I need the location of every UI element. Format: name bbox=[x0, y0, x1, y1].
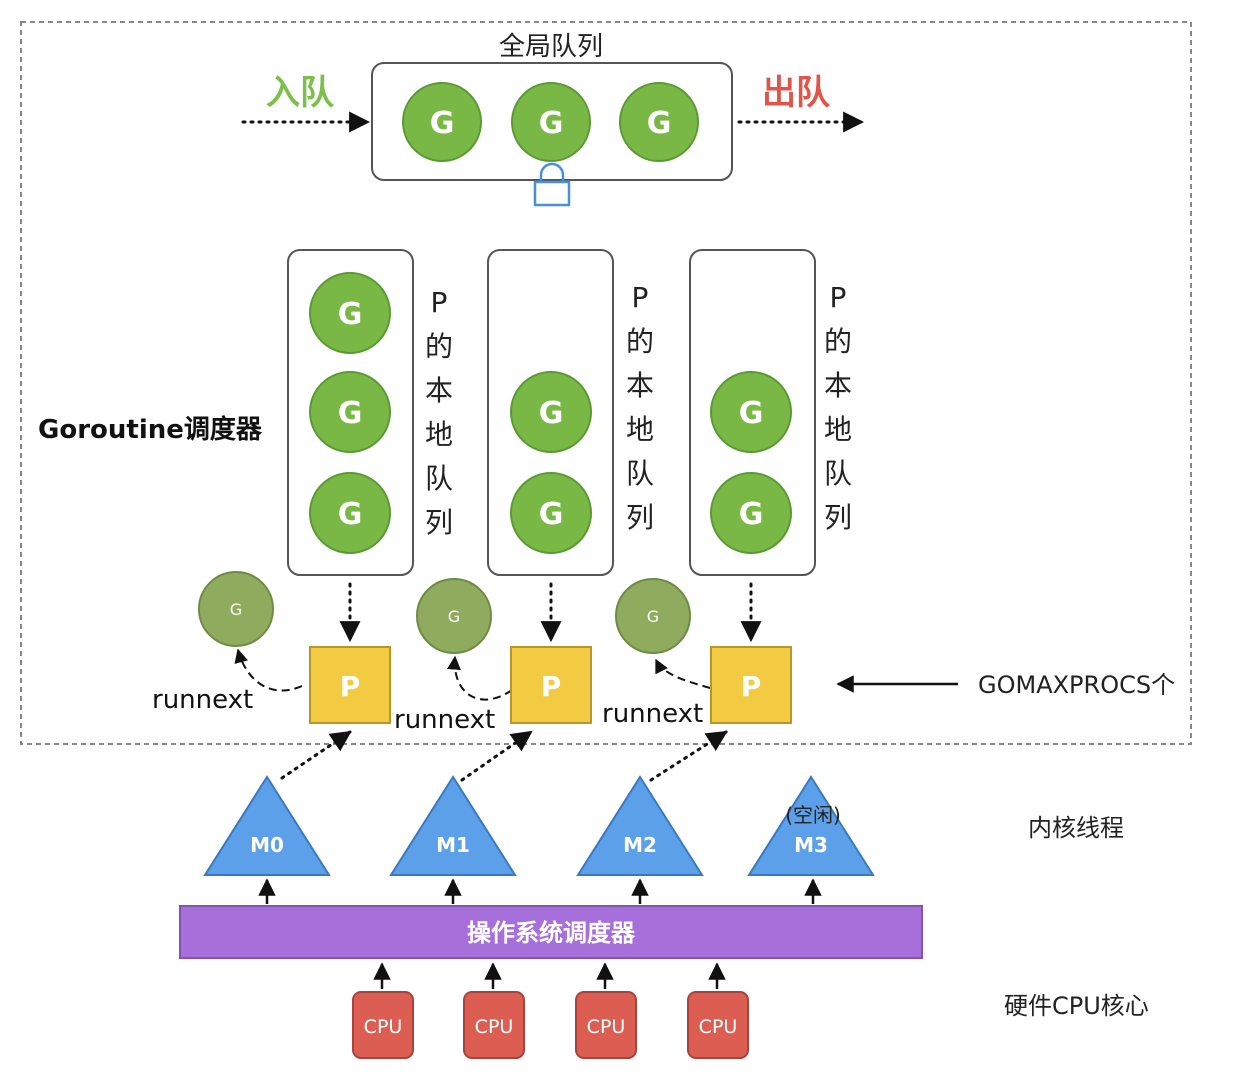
local-queue-label: P 的 本 地 队 列 bbox=[626, 281, 654, 534]
hardware-cores-label: 硬件CPU核心 bbox=[1004, 992, 1149, 1020]
machine-label: M1 bbox=[436, 833, 470, 857]
runnext-goroutine: G bbox=[198, 571, 274, 647]
cpu-label: CPU bbox=[699, 1016, 738, 1038]
machine-label: M0 bbox=[250, 833, 284, 857]
local-queue-label-char: 队 bbox=[626, 457, 654, 490]
local-goroutine: G bbox=[710, 472, 792, 554]
runnext-label: runnext bbox=[394, 705, 495, 735]
local-goroutine: G bbox=[510, 472, 592, 554]
local-queue-label-char: 列 bbox=[824, 501, 852, 534]
m-to-p-link bbox=[649, 730, 728, 782]
local-queue-label-char: 列 bbox=[425, 506, 453, 539]
runnext-goroutine-label: G bbox=[230, 600, 242, 619]
local-queue-label-char: 的 bbox=[824, 325, 852, 358]
goroutine-label: G bbox=[539, 396, 564, 431]
cpu-core: CPU bbox=[463, 991, 525, 1059]
processor-column-0: G G G P 的 本 地 队 列 G runnext P bbox=[152, 249, 453, 724]
goroutine-label: G bbox=[647, 106, 672, 141]
global-queue-goroutine: G bbox=[619, 82, 699, 162]
local-queue-label-char: 本 bbox=[824, 369, 852, 402]
processor-label: P bbox=[340, 670, 361, 703]
os-scheduler-label: 操作系统调度器 bbox=[467, 919, 636, 947]
machine-m3: (空闲) M3 bbox=[747, 775, 875, 876]
machine-idle-note: (空闲) bbox=[785, 803, 841, 827]
local-queue-label-char: 地 bbox=[425, 418, 453, 451]
local-queue-label-char: P bbox=[431, 286, 448, 319]
local-queue-label-char: P bbox=[632, 281, 649, 314]
global-queue-goroutine: G bbox=[402, 82, 482, 162]
runnext-goroutine-label: G bbox=[647, 607, 659, 626]
runnext-label: runnext bbox=[602, 699, 703, 729]
local-goroutine: G bbox=[309, 472, 391, 554]
local-goroutine: G bbox=[309, 272, 391, 354]
local-goroutine: G bbox=[309, 371, 391, 453]
runnext-arrow bbox=[655, 658, 711, 689]
processor-box: P bbox=[510, 646, 592, 724]
processor-box: P bbox=[710, 646, 792, 724]
local-queue-label: P 的 本 地 队 列 bbox=[824, 281, 852, 534]
lock-icon bbox=[533, 162, 571, 207]
goroutine-label: G bbox=[739, 396, 764, 431]
goroutine-label: G bbox=[338, 297, 363, 332]
goroutine-label: G bbox=[739, 497, 764, 532]
scheduler-boundary bbox=[20, 21, 1192, 745]
local-queue-label-char: P bbox=[830, 281, 847, 314]
local-queue-label-char: 队 bbox=[425, 462, 453, 495]
machine-m1: M1 bbox=[389, 775, 517, 876]
cpu-label: CPU bbox=[364, 1016, 403, 1038]
machine-m2: M2 bbox=[576, 775, 704, 876]
runnext-goroutine-label: G bbox=[448, 607, 460, 626]
local-queue-label-char: 列 bbox=[626, 501, 654, 534]
local-goroutine: G bbox=[510, 371, 592, 453]
runnext-arrow bbox=[234, 648, 303, 692]
global-queue-title: 全局队列 bbox=[499, 32, 603, 62]
runnext-goroutine: G bbox=[615, 578, 691, 654]
local-queue-label-char: 地 bbox=[626, 413, 654, 446]
enqueue-label: 入队 bbox=[266, 73, 335, 113]
global-queue-goroutine: G bbox=[511, 82, 591, 162]
cpu-label: CPU bbox=[587, 1016, 626, 1038]
scheduler-label: Goroutine调度器 bbox=[38, 414, 263, 445]
processor-column-2: G G P 的 本 地 队 列 G runnext P bbox=[602, 249, 852, 729]
goroutine-label: G bbox=[539, 497, 564, 532]
processor-label: P bbox=[541, 670, 562, 703]
processor-label: P bbox=[741, 670, 762, 703]
runnext-arrow bbox=[447, 655, 513, 701]
cpu-core: CPU bbox=[575, 991, 637, 1059]
local-goroutine: G bbox=[710, 371, 792, 453]
cpu-core: CPU bbox=[352, 991, 414, 1059]
processor-box: P bbox=[309, 646, 391, 724]
local-queue-label-char: 队 bbox=[824, 457, 852, 490]
machine-label: M3 bbox=[794, 833, 828, 857]
local-queue-label-char: 本 bbox=[425, 374, 453, 407]
local-queue-label-char: 本 bbox=[626, 369, 654, 402]
dequeue-label: 出队 bbox=[762, 73, 831, 113]
processor-column-1: G G P 的 本 地 队 列 G runnext P bbox=[394, 249, 654, 735]
machine-m0: M0 bbox=[203, 775, 331, 876]
cpu-core: CPU bbox=[687, 991, 749, 1059]
kernel-threads-label: 内核线程 bbox=[1028, 814, 1124, 842]
cpu-label: CPU bbox=[475, 1016, 514, 1038]
runnext-label: runnext bbox=[152, 685, 253, 715]
local-queue-label-char: 的 bbox=[425, 330, 453, 363]
m-to-p-link bbox=[460, 730, 533, 782]
goroutine-label: G bbox=[430, 106, 455, 141]
m-to-p-link bbox=[280, 730, 352, 780]
local-queue-label: P 的 本 地 队 列 bbox=[425, 286, 453, 539]
gomaxprocs-label: GOMAXPROCS个 bbox=[978, 671, 1175, 699]
local-queue-label-char: 地 bbox=[824, 413, 852, 446]
local-queue-label-char: 的 bbox=[626, 325, 654, 358]
goroutine-label: G bbox=[539, 106, 564, 141]
os-scheduler-bar: 操作系统调度器 bbox=[179, 905, 923, 959]
goroutine-label: G bbox=[338, 396, 363, 431]
goroutine-label: G bbox=[338, 497, 363, 532]
runnext-goroutine: G bbox=[416, 578, 492, 654]
machine-label: M2 bbox=[623, 833, 657, 857]
